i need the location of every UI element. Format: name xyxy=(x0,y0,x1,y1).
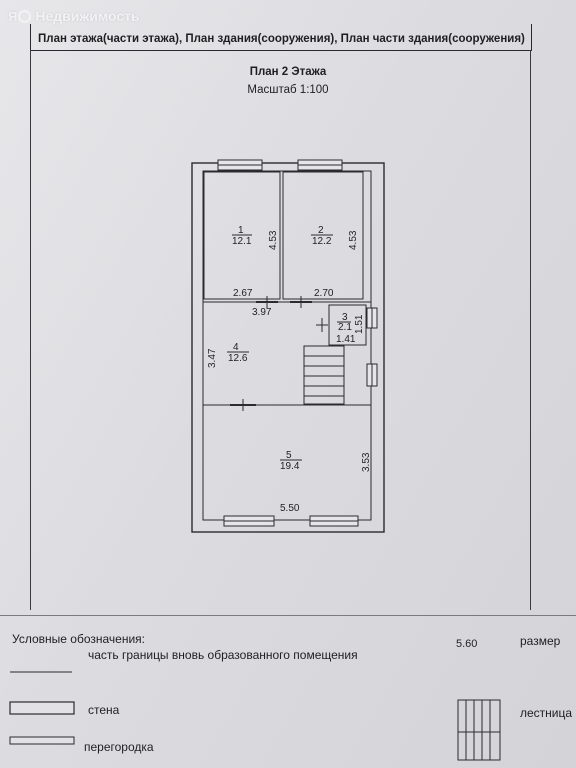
legend-divider xyxy=(0,615,576,616)
legend-wall-label: стена xyxy=(88,703,120,717)
dim-room-2-width: 2.70 xyxy=(314,288,334,299)
watermark: Я Недвижимость xyxy=(8,8,140,24)
room-2-number: 2 xyxy=(318,225,324,236)
legend-boundary-label: часть границы вновь образованного помеще… xyxy=(88,648,358,662)
legend-size-label: размер xyxy=(520,634,561,648)
outer-wall xyxy=(191,162,385,533)
room-3-area: 2.1 xyxy=(338,322,352,333)
legend-partition-symbol xyxy=(9,736,75,745)
legend-stairs-label: лестница xyxy=(520,706,573,720)
legend-title: Условные обозначения: xyxy=(12,632,145,646)
frame-left xyxy=(30,50,31,610)
watermark-brand: Недвижимость xyxy=(35,8,140,24)
legend-size-value: 5.60 xyxy=(456,638,478,650)
room-1-area: 12.1 xyxy=(232,236,252,247)
plan-title: План 2 Этажа xyxy=(249,66,327,78)
dim-room-3-width: 1.41 xyxy=(336,334,356,345)
brand-logo-icon: Я xyxy=(8,9,32,24)
room-3-outline xyxy=(328,304,367,346)
room-5-number: 5 xyxy=(286,450,292,461)
dim-mid-width: 3.97 xyxy=(252,307,272,318)
legend-partition-label: перегородка xyxy=(84,740,154,754)
room-5-area: 19.4 xyxy=(280,461,300,472)
room-2-outline xyxy=(282,171,364,300)
legend-wall-symbol xyxy=(9,701,75,715)
stairs xyxy=(303,345,345,405)
room-1-number: 1 xyxy=(238,225,244,236)
frame-right xyxy=(530,50,531,610)
room-4-number: 4 xyxy=(233,342,239,353)
header-frame xyxy=(30,24,532,51)
room-4-area: 12.6 xyxy=(228,353,248,364)
plan-scale: Масштаб 1:100 xyxy=(247,84,329,96)
room-3-number: 3 xyxy=(342,312,348,323)
inner-wall xyxy=(202,170,372,521)
room-2-area: 12.2 xyxy=(312,236,332,247)
header-title: План этажа(части этажа), План здания(соо… xyxy=(38,33,525,45)
dim-room-1-width: 2.67 xyxy=(233,288,253,299)
dim-room-5-width: 5.50 xyxy=(280,503,300,514)
legend-stairs-symbol xyxy=(457,699,501,761)
room-1-outline xyxy=(203,171,281,300)
